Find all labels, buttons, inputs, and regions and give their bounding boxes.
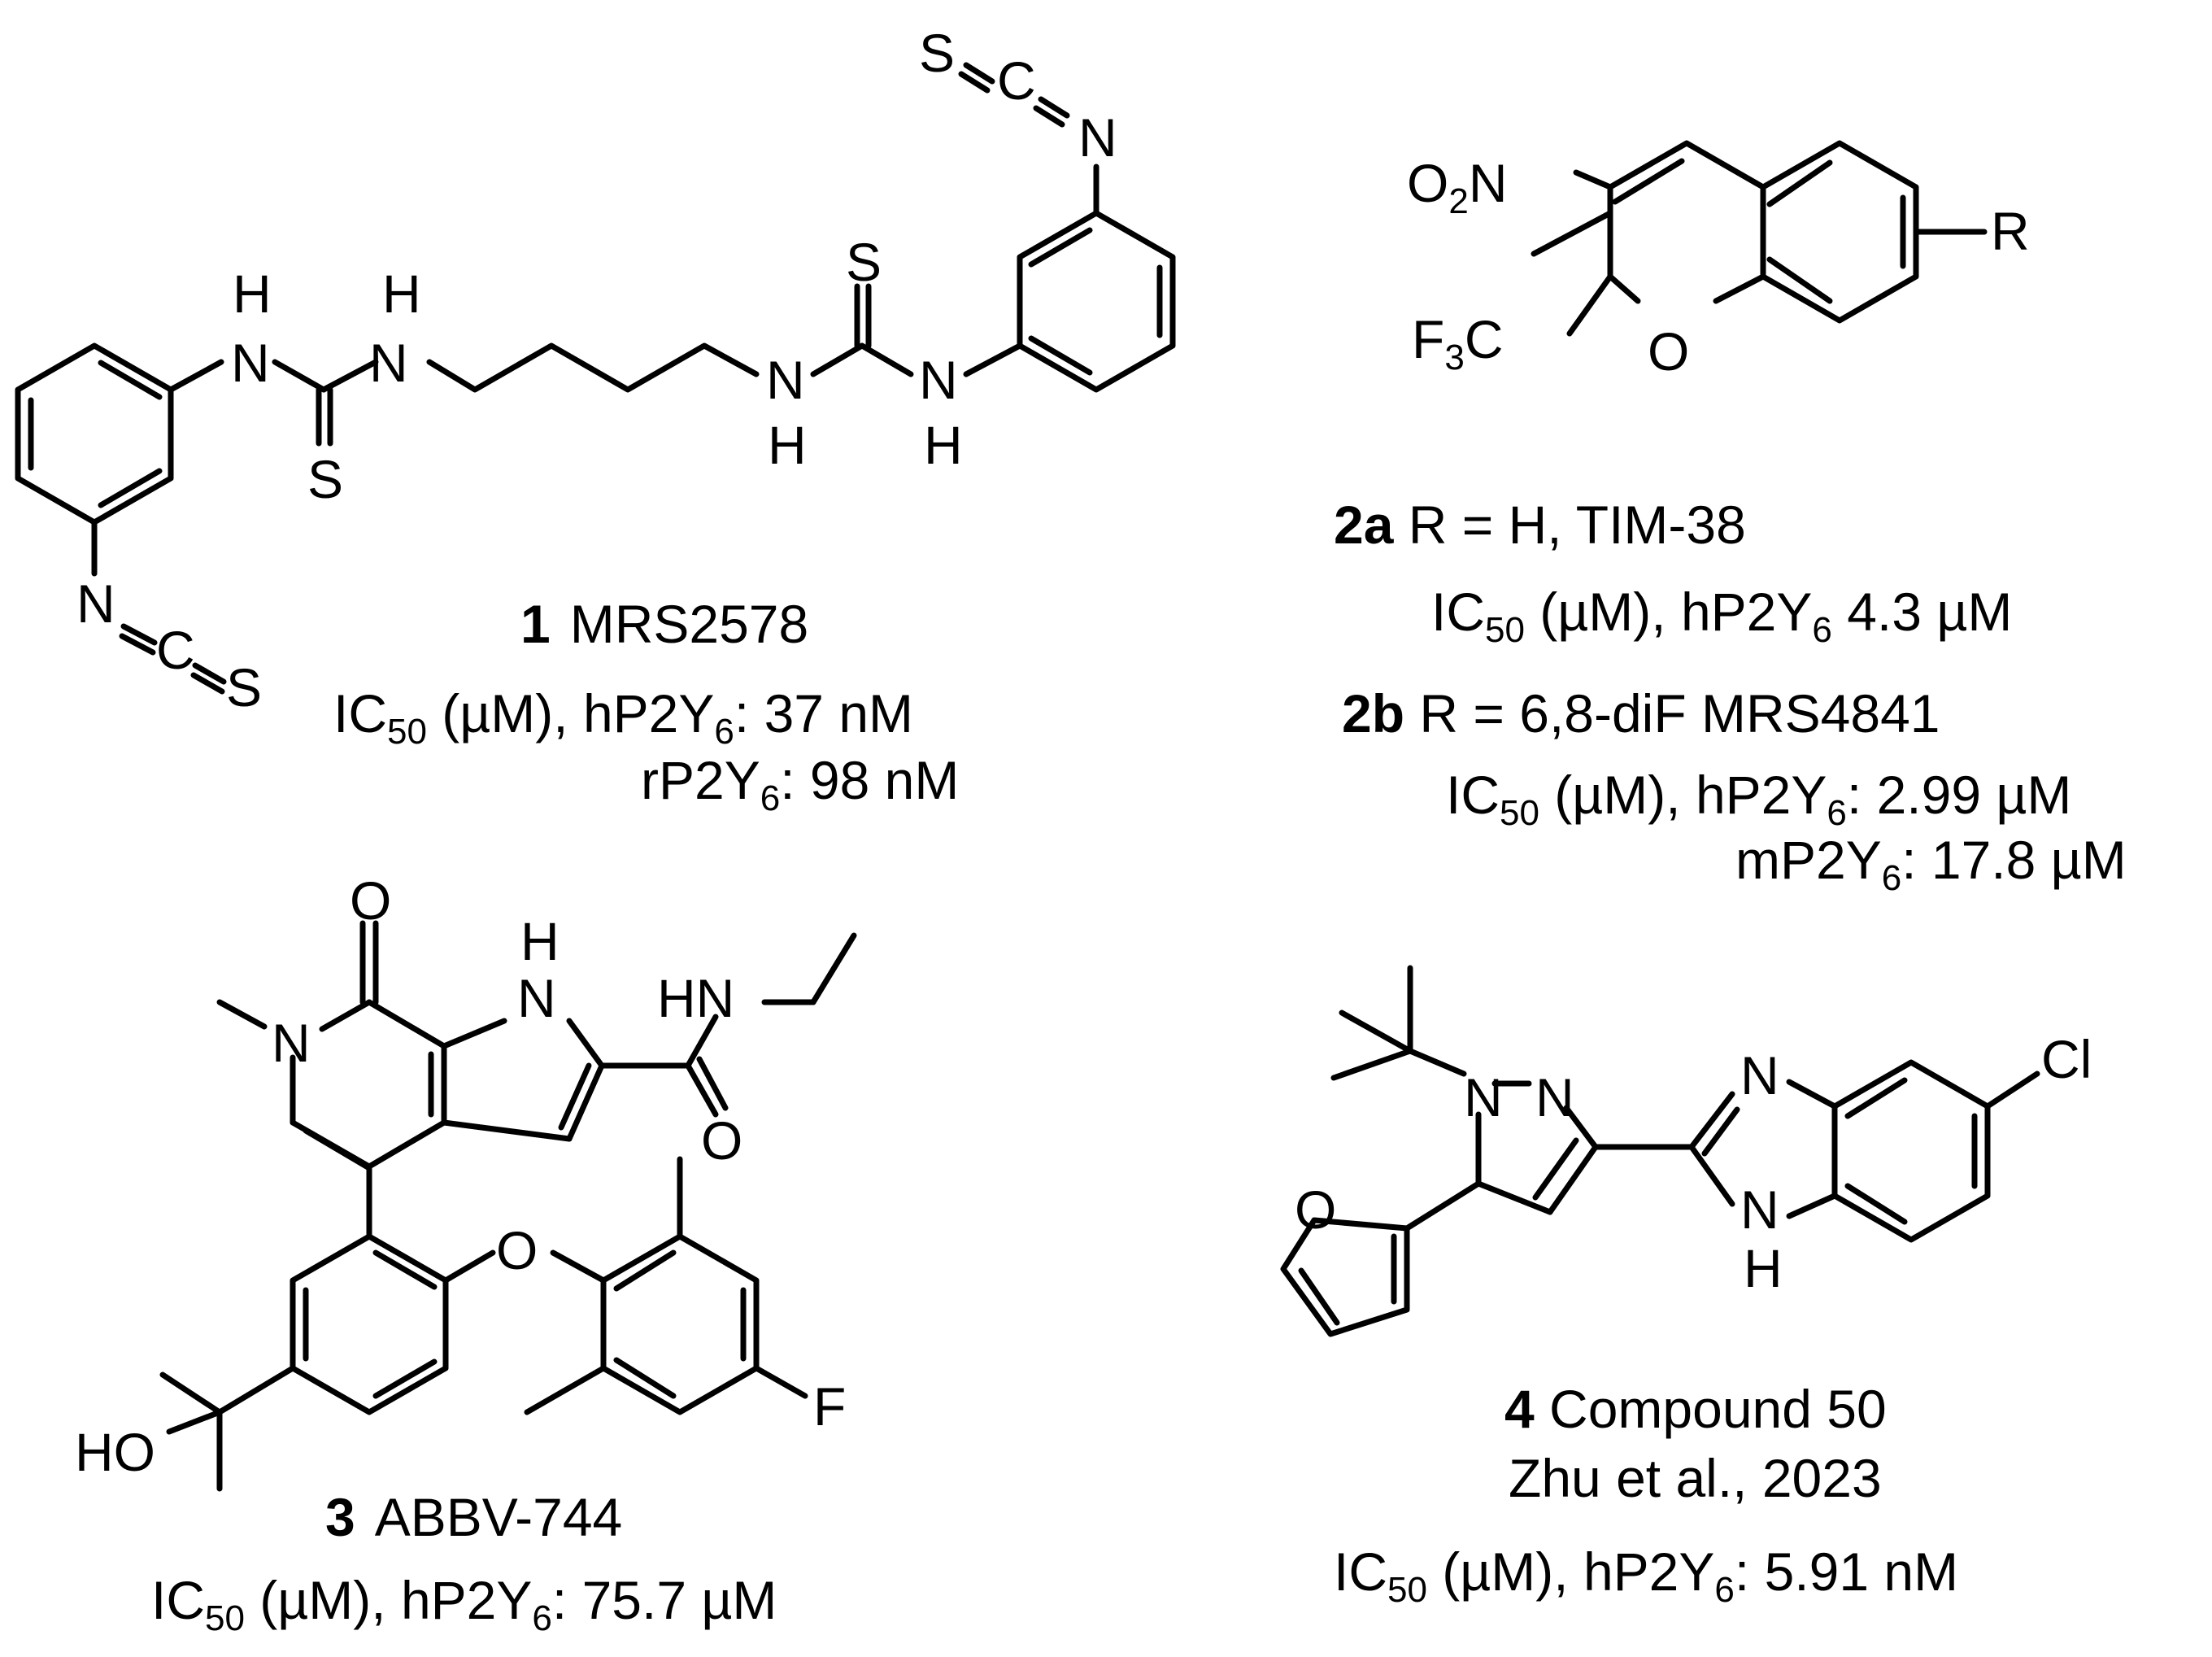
- c4-atom-n1: N: [1464, 1067, 1503, 1127]
- c3-atom-n-pyrrole: N: [517, 968, 556, 1028]
- c4-atom-n4: N: [1740, 1180, 1779, 1240]
- c4-atom-cl: Cl: [2041, 1029, 2092, 1089]
- c1-atom-s5: S: [226, 657, 262, 717]
- c2-atom-o-ring: O: [1648, 321, 1689, 382]
- c2b-label: 2b R = 6,8-diF MRS4841: [1342, 683, 1940, 743]
- c2a-label: 2a R = H, TIM-38: [1334, 495, 1746, 555]
- c1-atom-h4: H: [924, 415, 963, 475]
- c1-atom-s2: S: [846, 232, 882, 292]
- c1-atom-h2: H: [382, 264, 421, 324]
- c3-atom-o-amide: O: [701, 1110, 742, 1171]
- c1-atom-h1: H: [233, 264, 272, 324]
- c2b-assay-line2: mP2Y6: 17.8 µM: [1735, 830, 2127, 898]
- c1-atom-s1: S: [307, 449, 343, 509]
- c3-aryl-ring: [290, 1233, 449, 1415]
- c1-left-benzene: [15, 342, 174, 525]
- c3-atom-o-carbonyl: O: [350, 870, 391, 931]
- c3-fluoro-ring: [600, 1233, 760, 1415]
- c4-label: 4 Compound 50: [1504, 1379, 1887, 1439]
- c1-atom-n2: N: [369, 333, 408, 393]
- c1-atom-n3: N: [766, 350, 805, 410]
- c1-atom-c6: C: [997, 50, 1036, 111]
- c1-atom-n4: N: [919, 350, 958, 410]
- c3-atom-o-ether: O: [496, 1220, 538, 1280]
- c1-atom-c5: C: [156, 620, 195, 680]
- c1-assay-line1: IC50 (µM), hP2Y6: 37 nM: [333, 683, 913, 752]
- compound-1-structure: N H N H S N H N H S N C S N C S: [15, 23, 1176, 717]
- c4-atom-n2: N: [1535, 1067, 1574, 1127]
- c4-benzo-ring: [1831, 1059, 1991, 1243]
- c1-atom-n6: N: [1078, 107, 1117, 168]
- c1-atom-s6: S: [919, 23, 955, 83]
- c3-atom-f: F: [813, 1376, 846, 1437]
- c4-atom-o-furan: O: [1295, 1180, 1336, 1240]
- c2-benzene: [1760, 140, 1919, 324]
- c4-furan: [1280, 1217, 1410, 1337]
- c4-assay: IC50 (µM), hP2Y6: 5.91 nM: [1334, 1541, 1958, 1610]
- c1-assay-line2: rP2Y6: 98 nM: [641, 750, 959, 818]
- c1-atom-h3: H: [768, 415, 807, 475]
- compound-3-structure: O N N H HN O O F HO: [75, 870, 857, 1492]
- c3-atom-ho: HO: [75, 1422, 155, 1482]
- c1-atom-n5: N: [76, 573, 115, 634]
- c2b-assay-line1: IC50 (µM), hP2Y6: 2.99 µM: [1446, 765, 2071, 833]
- c3-atom-h-pyrrole: H: [520, 911, 560, 971]
- compound-2-structure: O2N F3C O R: [1407, 140, 2030, 382]
- c4-atom-n3: N: [1740, 1045, 1779, 1105]
- c3-atom-n-methyl: N: [272, 1013, 311, 1073]
- c4-atom-h4: H: [1744, 1238, 1783, 1298]
- c1-right-benzene: [1017, 210, 1176, 393]
- c2-atom-r: R: [1991, 201, 2030, 261]
- compound-4-structure: N N O N N H Cl: [1280, 965, 2092, 1337]
- c2-atom-f3c: F3C: [1412, 309, 1503, 377]
- c1-atom-n1: N: [231, 333, 270, 393]
- c3-atom-hn: HN: [657, 968, 734, 1028]
- c3-assay: IC50 (µM), hP2Y6: 75.7 µM: [151, 1570, 777, 1638]
- c4-citation: Zhu et al., 2023: [1509, 1448, 1882, 1508]
- c2a-assay: IC50 (µM), hP2Y6 4.3 µM: [1431, 582, 2012, 650]
- c2-atom-o2n: O2N: [1407, 153, 1508, 221]
